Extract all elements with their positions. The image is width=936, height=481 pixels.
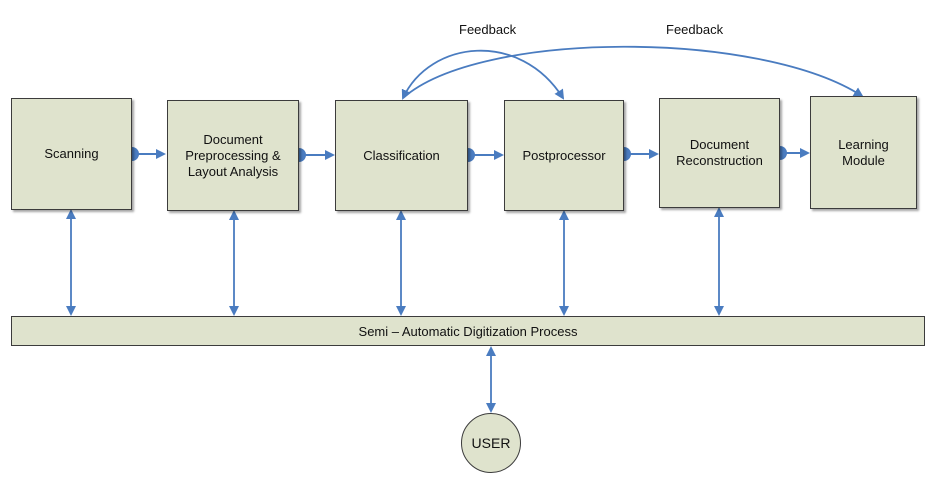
process-bar-label: Semi – Automatic Digitization Process — [358, 323, 578, 339]
stage-classification-label: Classification — [363, 147, 440, 163]
stage-learning: Learning Module — [810, 96, 917, 209]
stage-scanning: Scanning — [11, 98, 132, 210]
stage-postprocessor: Postprocessor — [504, 100, 624, 211]
feedback-curve-classification-postprocessor — [401, 49, 565, 100]
stage-postprocessor-label: Postprocessor — [522, 147, 606, 163]
process-bar: Semi – Automatic Digitization Process — [11, 316, 925, 346]
feedback-label-2: Feedback — [666, 22, 724, 37]
feedback-curves — [401, 45, 864, 100]
stage-preprocessing-label: Document Preprocessing & Layout Analysis — [185, 131, 281, 179]
stage-preprocessing: Document Preprocessing & Layout Analysis — [167, 100, 299, 211]
vertical-connectors — [66, 207, 724, 413]
feedback-label-1: Feedback — [459, 22, 517, 37]
stage-reconstruction: Document Reconstruction — [659, 98, 780, 208]
stage-scanning-label: Scanning — [44, 146, 99, 161]
stage-reconstruction-label: Document Reconstruction — [676, 137, 763, 168]
user-node: USER — [461, 413, 521, 473]
stage-classification: Classification — [335, 100, 468, 211]
stage-learning-label: Learning Module — [838, 136, 889, 168]
user-label: USER — [471, 435, 511, 451]
feedback-curve-classification-learning — [402, 45, 864, 99]
